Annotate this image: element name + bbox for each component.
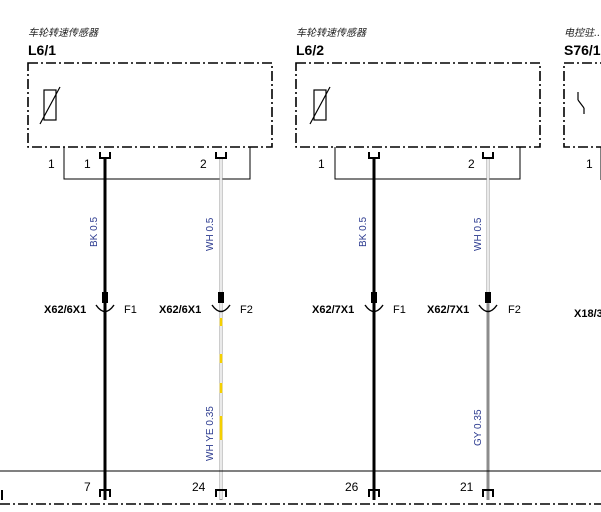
- pin-terminal-icon: [215, 489, 227, 497]
- pin-terminal-icon: [368, 152, 380, 159]
- connector-x62-7x1-f2[interactable]: X62/7X1 F2: [427, 292, 521, 316]
- bottom-module[interactable]: 7 24 26 21: [0, 470, 601, 505]
- wire-4-spec: WH 0.5: [473, 217, 484, 251]
- connector-x18-3[interactable]: X18/3: [574, 308, 601, 320]
- component-l6-1-bracket-pin: 1: [48, 157, 55, 171]
- bottom-pin-4: 21: [460, 480, 474, 494]
- wire-4-lower-spec: GY 0.35: [473, 409, 484, 446]
- component-l6-2-ref: L6/2: [296, 42, 324, 58]
- component-l6-1-name: 车轮转速传感器: [28, 27, 99, 39]
- connector-1-name: X62/6X1: [44, 304, 86, 316]
- component-l6-1[interactable]: 车轮转速传感器 L6/1 1 1 2: [27, 27, 273, 180]
- pin-terminal-icon: [482, 152, 494, 159]
- connector-4-name: X62/7X1: [427, 304, 469, 316]
- component-l6-1-ref: L6/1: [28, 42, 56, 58]
- pin-terminal-icon: [368, 489, 380, 497]
- component-s76-1-pin-1: 1: [586, 157, 593, 171]
- connector-5-name: X18/3: [574, 308, 601, 320]
- component-l6-2-pin-2: 2: [468, 157, 475, 171]
- component-l6-2-bracket-pin: 1: [318, 157, 325, 171]
- component-s76-1-box: [563, 62, 601, 148]
- bottom-pin-2: 24: [192, 480, 206, 494]
- connector-4-pin: F2: [508, 304, 521, 316]
- component-s76-1[interactable]: 电控驻... S76/1 1: [563, 27, 601, 180]
- connector-1-pin: F1: [124, 304, 137, 316]
- connector-3-name: X62/7X1: [312, 304, 354, 316]
- component-s76-1-name: 电控驻...: [564, 27, 601, 39]
- wire-3-spec: BK 0.5: [358, 217, 369, 247]
- pin-terminal-icon: [99, 489, 111, 497]
- connector-2-pin: F2: [240, 304, 253, 316]
- component-l6-1-pin-2: 2: [200, 157, 207, 171]
- wire-2-lower-spec: WH YE 0.35: [205, 406, 216, 461]
- hall-sensor-icon: [309, 86, 331, 125]
- connector-2-name: X62/6X1: [159, 304, 201, 316]
- bottom-pin-3: 26: [345, 480, 359, 494]
- connector-x62-6x1-f1[interactable]: X62/6X1 F1: [44, 292, 137, 316]
- wire-2-spec: WH 0.5: [205, 217, 216, 251]
- component-l6-2-name: 车轮转速传感器: [296, 27, 367, 39]
- connector-x62-7x1-f1[interactable]: X62/7X1 F1: [312, 292, 406, 316]
- component-l6-1-pin-1: 1: [84, 157, 91, 171]
- connector-x62-6x1-f2[interactable]: X62/6X1 F2: [159, 292, 253, 316]
- component-l6-1-box: [27, 62, 273, 148]
- pin-terminal-icon: [482, 489, 494, 497]
- component-l6-2[interactable]: 车轮转速传感器 L6/2 1 2: [295, 27, 541, 180]
- component-l6-2-box: [295, 62, 541, 148]
- component-l6-1-pin-bracket: [63, 147, 251, 180]
- pin-terminal-icon: [99, 152, 111, 159]
- switch-icon: [577, 92, 585, 114]
- component-l6-2-pin-bracket: [334, 147, 521, 180]
- wire-1-spec: BK 0.5: [89, 217, 100, 247]
- connector-3-pin: F1: [393, 304, 406, 316]
- component-s76-1-ref: S76/1: [564, 42, 601, 58]
- hall-sensor-icon: [39, 86, 61, 125]
- pin-terminal-icon: [215, 152, 227, 159]
- bottom-pin-1: 7: [84, 480, 91, 494]
